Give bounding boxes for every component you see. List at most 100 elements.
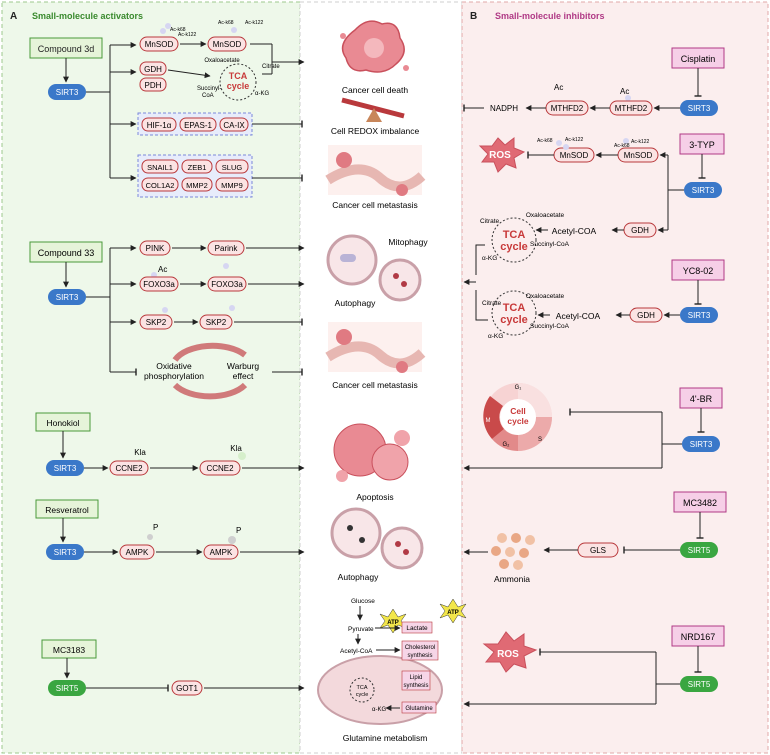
tca-label: cycle xyxy=(500,314,528,326)
ccne2-label: CCNE2 xyxy=(206,464,234,473)
tca-label: cycle xyxy=(227,81,250,91)
oxphos-label: phosphorylation xyxy=(144,371,204,381)
sirt3-label: SIRT3 xyxy=(56,88,79,97)
cell-cycle-label: cycle xyxy=(507,416,529,426)
mnsod-pill xyxy=(139,36,179,52)
acetyl-dot xyxy=(623,138,629,144)
sirt5-pill xyxy=(680,676,718,692)
panel-a-letter: A xyxy=(10,11,17,22)
compound-33-label: Compound 33 xyxy=(38,248,95,258)
outcome-mitophagy: Mitophagy xyxy=(388,237,428,247)
hif1a-pill xyxy=(141,117,177,132)
ac-k122-label: Ac-k122 xyxy=(631,139,650,145)
vessel xyxy=(325,341,426,369)
arrow xyxy=(167,69,211,79)
gdh-label: GDH xyxy=(631,226,649,235)
kla-label: Kla xyxy=(134,448,146,457)
ampk-pill xyxy=(203,544,239,560)
ac-k122-label: Ac-k122 xyxy=(245,20,264,26)
sirt3-pill xyxy=(48,289,86,305)
sirt3-label: SIRT3 xyxy=(692,186,715,195)
lipid-label: synthesis xyxy=(403,683,428,689)
cholesterol-label: Cholesterol xyxy=(405,645,435,651)
g2-label: G₂ xyxy=(503,442,511,448)
phospho-dot xyxy=(228,536,236,544)
cell-fragment xyxy=(403,65,409,71)
acetyl-dot xyxy=(625,95,631,101)
atp-burst xyxy=(439,598,467,624)
pyruvate-label: Pyruvate xyxy=(348,626,374,633)
sirt3-pill xyxy=(680,307,718,323)
slug-label: SLUG xyxy=(222,163,243,172)
acetyl-dot xyxy=(231,27,237,33)
sirt3-pill xyxy=(48,84,86,100)
tca-ring xyxy=(491,217,537,263)
mnsod-label: MnSOD xyxy=(624,151,653,160)
cholesterol-label: synthesis xyxy=(407,653,432,659)
acetyl-coa-label: Acetyl-CoA xyxy=(340,648,373,655)
outcome-autophagy-2: Autophagy xyxy=(338,572,379,582)
ccne2-label: CCNE2 xyxy=(115,464,143,473)
mnsod-label: MnSOD xyxy=(213,40,242,49)
g1-label: G₁ xyxy=(515,385,522,391)
resveratrol-label: Resveratrol xyxy=(45,505,89,515)
mnsod-pill xyxy=(207,36,247,52)
ampk-label: AMPK xyxy=(210,548,233,557)
acetyl-dot xyxy=(165,23,171,29)
ros-burst xyxy=(482,631,538,673)
tca-label: TCA xyxy=(357,685,368,691)
panel-b-letter: B xyxy=(470,11,477,22)
mitophagy-illustration xyxy=(326,234,422,302)
pdh-label: PDH xyxy=(145,81,162,90)
metastasis-illustration xyxy=(325,322,426,373)
4br-label: 4'-BR xyxy=(690,394,713,404)
ac-k68-label: Ac-k68 xyxy=(218,20,234,26)
mmp9-label: MMP9 xyxy=(221,181,243,190)
tca-citrate: Citrate xyxy=(480,218,500,225)
outcome-glutamine-metabolism: Glutamine metabolism xyxy=(343,733,428,743)
lysosome xyxy=(380,526,424,570)
ammonia-dot xyxy=(525,535,535,545)
tumor-cluster xyxy=(336,329,352,345)
cycle-arc-top xyxy=(172,342,247,362)
cargo xyxy=(347,525,353,531)
tca-label: cycle xyxy=(356,692,369,698)
lysosome-granule xyxy=(395,541,401,547)
pink-pill xyxy=(139,240,171,256)
ac-k68-label: Ac-k68 xyxy=(614,143,630,149)
zeb1-label: ZEB1 xyxy=(188,163,207,172)
resveratrol-box xyxy=(35,499,99,519)
acetyl-dot xyxy=(229,305,235,311)
apoptosis-illustration xyxy=(333,423,410,482)
caix-pill xyxy=(219,117,249,132)
ammonia-molecules xyxy=(491,533,535,570)
sirt5-label: SIRT5 xyxy=(56,684,79,693)
glucose-label: Glucose xyxy=(351,598,375,605)
got1-pill xyxy=(171,680,203,696)
epas1-label: EPAS-1 xyxy=(184,121,212,130)
mc3482-label: MC3482 xyxy=(683,498,717,508)
foxo3a-label: FOXO3a xyxy=(143,280,175,289)
s-label: S xyxy=(538,437,542,443)
snail1-pill xyxy=(141,159,179,174)
skp2-pill xyxy=(139,314,173,330)
compound-3d-label: Compound 3d xyxy=(38,44,95,54)
sirt3-pill xyxy=(684,182,722,198)
apoptotic-body xyxy=(394,430,410,446)
tumor-cluster xyxy=(336,152,352,168)
cycle-g2 xyxy=(492,429,518,452)
tca-succinyl: Succinyl- xyxy=(197,86,221,92)
slug-pill xyxy=(215,159,249,174)
caix-label: CA-IX xyxy=(223,121,245,130)
ammonia-label: Ammonia xyxy=(494,574,530,584)
gdh-pill xyxy=(139,61,167,76)
gdh-label: GDH xyxy=(144,65,162,74)
seesaw-fulcrum xyxy=(366,108,382,122)
p-label: P xyxy=(236,526,241,535)
apoptotic-body xyxy=(336,470,348,482)
ammonia-dot xyxy=(513,560,523,570)
acetyl-dot xyxy=(563,144,569,150)
lactate-box xyxy=(401,621,433,634)
vessel xyxy=(325,164,426,192)
skp2-label: SKP2 xyxy=(206,318,227,327)
